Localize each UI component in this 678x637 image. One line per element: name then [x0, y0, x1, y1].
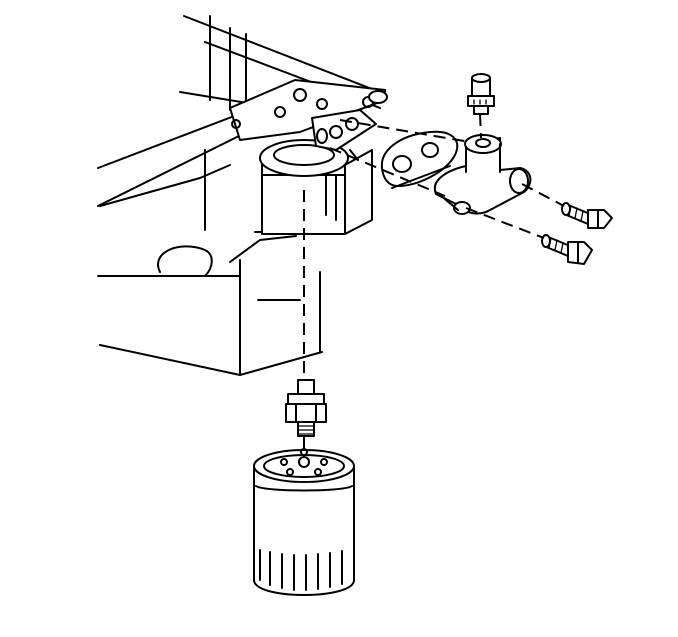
filter-fitting — [285, 379, 327, 437]
oil-pressure-sensor — [467, 73, 495, 115]
oil-filter — [253, 448, 355, 596]
adapter-bolt-upper — [561, 202, 613, 229]
adapter-gasket — [380, 130, 459, 189]
adapter-bolt-lower — [541, 234, 593, 265]
assembly-guide-lines — [303, 113, 565, 450]
engine-block — [97, 15, 388, 376]
oil-filter-adapter — [433, 134, 532, 215]
